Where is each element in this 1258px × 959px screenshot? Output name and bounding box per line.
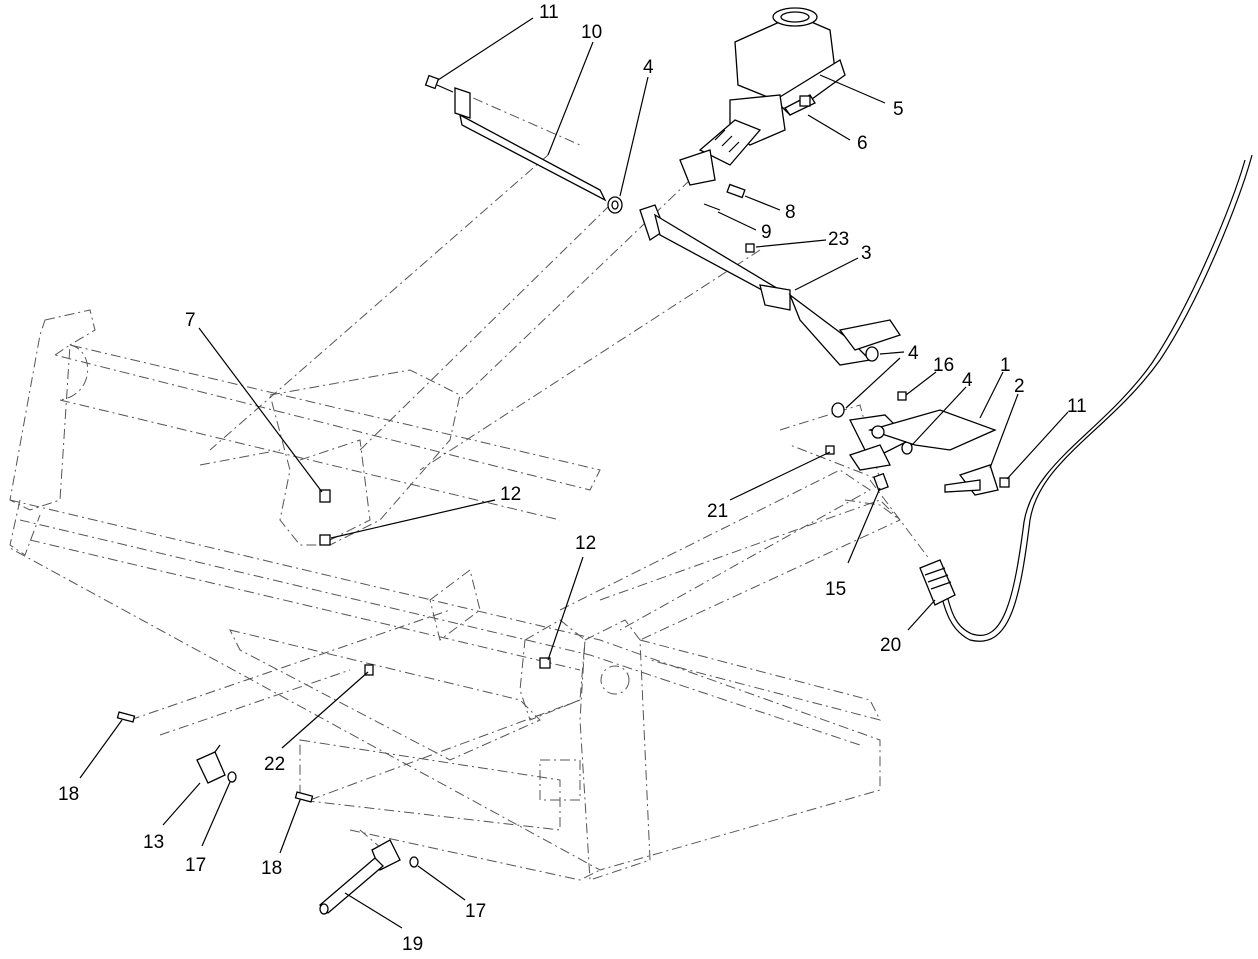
bolt-11-right [999, 477, 1010, 488]
bolt-6 [784, 94, 816, 116]
leader-lines [79, 17, 1069, 929]
frame-phantom [9, 89, 931, 881]
callout-10: 10 [581, 22, 602, 43]
switch-15 [873, 472, 889, 492]
callout-11-right: 11 [1067, 396, 1087, 417]
pedal-1 [848, 409, 997, 471]
callout-3: 3 [861, 243, 872, 264]
pedal-3 [639, 204, 902, 366]
callout-12-right: 12 [575, 533, 596, 554]
callout-6: 6 [857, 133, 868, 154]
pin-18-right [294, 791, 314, 803]
washer-17-right [409, 856, 419, 868]
callout-labels: 11 10 4 5 6 8 9 23 3 7 4 16 4 1 2 11 12 … [58, 2, 1087, 955]
bushing-4-mid [865, 346, 879, 362]
bolt-11-top [424, 74, 454, 93]
callout-9: 9 [761, 222, 772, 243]
callout-13: 13 [143, 832, 164, 853]
callout-12-left: 12 [500, 484, 521, 505]
screw-23 [745, 243, 755, 253]
parts [116, 7, 1253, 915]
callout-18-left: 18 [58, 784, 79, 805]
bushing-4-top [607, 196, 623, 214]
callout-4-mid: 4 [908, 343, 919, 364]
switch-13 [196, 744, 226, 784]
nut-12-left [319, 534, 331, 546]
nut-21 [825, 445, 835, 455]
callout-17-left: 17 [185, 855, 206, 876]
callout-22: 22 [264, 754, 285, 775]
callout-4-pedal: 4 [962, 370, 973, 391]
rod-19 [319, 839, 401, 915]
callout-4-top: 4 [643, 57, 654, 78]
callout-20: 20 [880, 635, 901, 656]
callout-21: 21 [707, 501, 728, 522]
callout-23: 23 [828, 229, 849, 250]
callout-8: 8 [785, 202, 796, 223]
cable-20 [919, 154, 1253, 642]
master-cylinder-5 [679, 7, 846, 186]
link-2 [944, 464, 999, 496]
callout-11-top: 11 [539, 2, 559, 23]
callout-19: 19 [402, 934, 423, 955]
callout-7: 7 [185, 310, 196, 331]
fitting-16 [897, 391, 907, 401]
nut-7 [319, 489, 331, 503]
callout-17-right: 17 [465, 901, 486, 922]
shaft-10 [454, 87, 607, 202]
callout-1: 1 [1000, 355, 1011, 376]
washer-17-left [227, 771, 237, 783]
bushing-4-pedal [831, 402, 913, 455]
callout-16: 16 [933, 355, 954, 376]
pin-18-left [116, 711, 136, 723]
nut-12-right [539, 657, 551, 669]
pin-8 [726, 183, 746, 199]
callout-2: 2 [1014, 376, 1025, 397]
cotter-9 [703, 203, 721, 211]
callout-5: 5 [893, 99, 904, 120]
callout-15: 15 [825, 579, 846, 600]
callout-18-right: 18 [261, 858, 282, 879]
fitting-22 [364, 664, 374, 676]
